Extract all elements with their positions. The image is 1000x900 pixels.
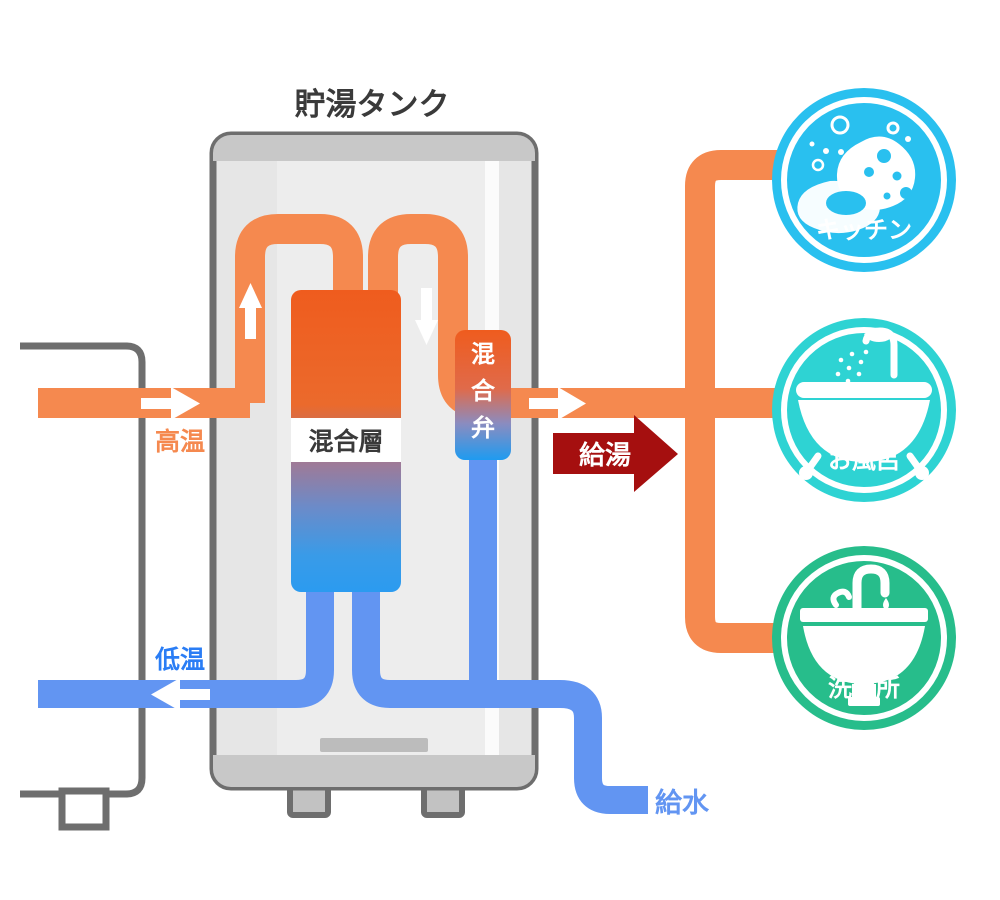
- washroom-label: 洗面所: [828, 674, 900, 702]
- kitchen-label: キッチン: [816, 216, 912, 244]
- cold-return-arrow-icon: [151, 678, 210, 711]
- mixing-layer-label: 混合層: [308, 427, 383, 456]
- tank-riser-loop: [235, 214, 363, 403]
- tank-top-band: [213, 135, 535, 161]
- hot-outlet-arrow-icon: [529, 387, 586, 420]
- flow-arrow-markers: [141, 283, 586, 711]
- sink-faucet-icon: [800, 564, 928, 706]
- tank-bottom-band: [213, 755, 535, 787]
- cold-water-pipes: [38, 460, 648, 814]
- downcomer-down-arrow-icon: [415, 288, 438, 345]
- cold-temp-label: 低温: [154, 645, 205, 674]
- tank-water-column: 混合層: [291, 290, 401, 592]
- heat-pump-unit: [20, 342, 146, 831]
- tank-feed-pipe: [352, 592, 560, 708]
- branch-to-kitchen: [685, 150, 790, 403]
- supply-arrow-label: 給湯: [579, 440, 631, 471]
- heat-pump-outline: [20, 342, 146, 798]
- heat-pump-leg: [58, 787, 110, 831]
- branch-to-washroom: [685, 403, 790, 653]
- bathtub-shower-icon: [796, 327, 932, 480]
- mixing-valve-body[interactable]: [455, 330, 511, 460]
- hot-water-supply-arrow: 給湯: [553, 415, 678, 492]
- mixing-valve-label-char3: 弁: [471, 414, 495, 442]
- kitchen-ring: [781, 97, 947, 263]
- endpoint-bath[interactable]: お風呂: [772, 318, 956, 502]
- hot-temp-label: 高温: [155, 427, 205, 456]
- endpoint-kitchen[interactable]: キッチン: [772, 88, 956, 272]
- hot-inlet-arrow-icon: [141, 387, 200, 420]
- sponge-dish-icon: [797, 115, 916, 234]
- cold-return-pipe: [38, 592, 334, 708]
- bath-ring: [781, 327, 947, 493]
- water-supply-label: 給水: [655, 787, 710, 819]
- tank-vent-slot: [320, 738, 428, 752]
- mixing-valve-label-char1: 混: [471, 340, 495, 368]
- washroom-ring: [781, 555, 947, 721]
- riser-up-arrow-icon: [239, 283, 262, 339]
- page-title: 貯湯タンク: [295, 87, 450, 123]
- mixing-layer-band: [291, 418, 401, 462]
- endpoint-washroom[interactable]: 洗面所: [772, 546, 956, 730]
- bath-label: お風呂: [828, 446, 900, 474]
- mains-supply-pipe: [559, 680, 648, 814]
- mixing-valve-label-char2: 合: [471, 377, 496, 405]
- supply-arrow-shape: [553, 415, 678, 492]
- mixing-valve[interactable]: 混 合 弁: [455, 330, 511, 460]
